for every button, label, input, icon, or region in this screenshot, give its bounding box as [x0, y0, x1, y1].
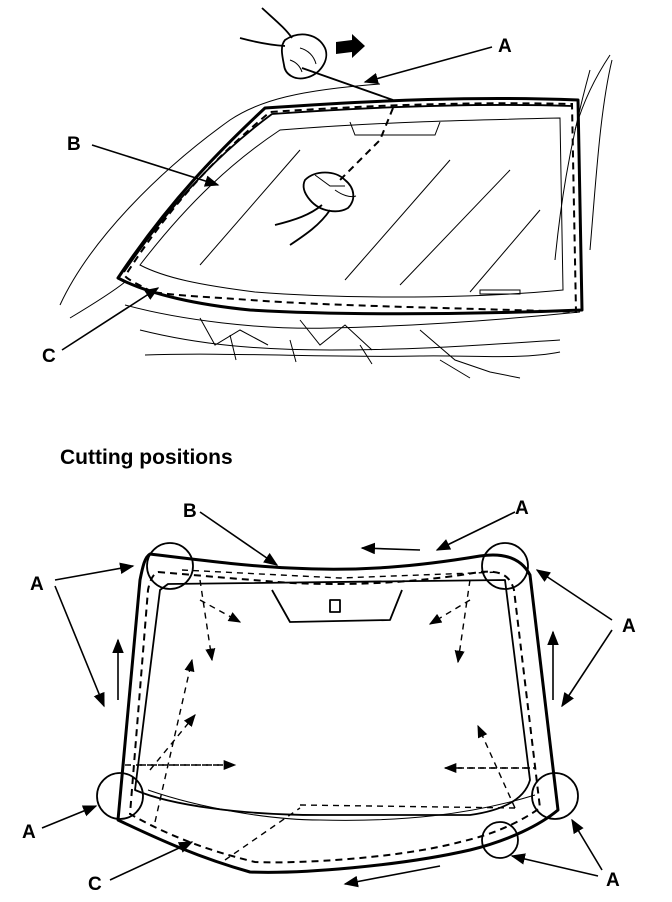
- leader-b-top: [91, 144, 220, 187]
- label-b-bottom: B: [183, 501, 197, 522]
- wire-direction-arrows: [112, 542, 559, 888]
- label-a-right-upper: A: [622, 616, 636, 637]
- section-heading: Cutting positions: [60, 446, 233, 469]
- top-illustration: A B C: [42, 7, 613, 379]
- label-a-top-center: A: [515, 498, 529, 519]
- push-direction-arrow: [336, 34, 365, 58]
- bottom-cutting-diagram: B C A A A A A: [22, 498, 636, 895]
- label-c-bottom: C: [88, 874, 102, 895]
- leader-c-bottom: [109, 841, 194, 881]
- leader-c-top: [61, 287, 160, 351]
- leaders-a-bottom: [41, 511, 613, 877]
- windshield-glass-outline: [116, 552, 560, 874]
- leader-a-top: [363, 46, 493, 85]
- label-a-top: A: [498, 36, 512, 57]
- leader-b-bottom: [199, 511, 279, 566]
- label-a-right-lower: A: [606, 870, 620, 891]
- label-a-left-upper: A: [30, 574, 44, 595]
- car-body-outline: [59, 54, 613, 379]
- label-c-top: C: [42, 346, 56, 367]
- windshield-glass: [116, 96, 584, 316]
- label-b-top: B: [67, 134, 81, 155]
- cut-line-outer-dashed: [128, 570, 542, 864]
- label-a-left-lower: A: [22, 822, 36, 843]
- cut-line-dashed: [123, 102, 578, 314]
- outside-hand-icon: [239, 7, 328, 80]
- inside-hand-icon: [274, 171, 357, 246]
